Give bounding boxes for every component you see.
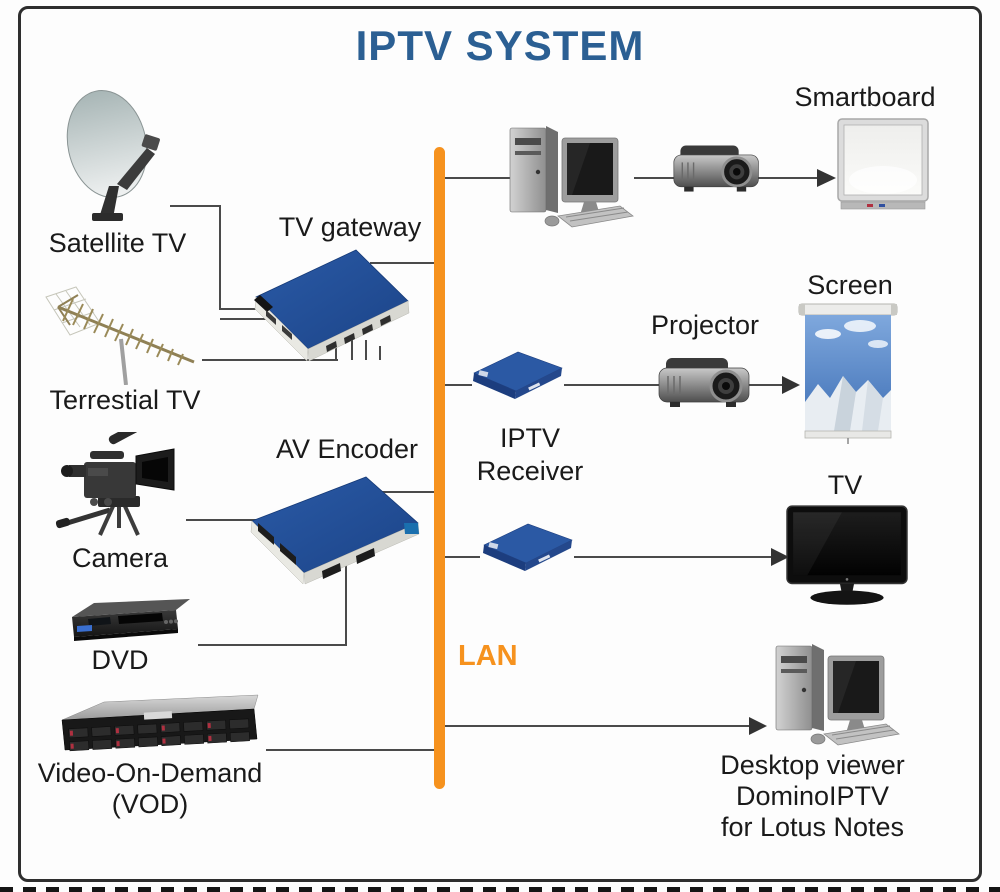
- smartboard-icon: [837, 118, 929, 210]
- dvd-label: DVD: [91, 645, 149, 675]
- vod-label-line1: Video-On-Demand: [37, 758, 263, 788]
- desktop-viewer-label-line1: Desktop viewer: [720, 750, 905, 780]
- rack-device-icon: [254, 249, 410, 362]
- iptv-receiver-label-line2: Receiver: [476, 456, 584, 486]
- arrowhead-screen: [782, 376, 800, 394]
- edge-dvd-encoder: [198, 556, 347, 646]
- iptv-receiver-label: IPTV Receiver: [455, 422, 605, 488]
- flatscreen-tv-icon: [786, 505, 908, 605]
- av-encoder-label: AV Encoder: [275, 434, 419, 464]
- rack-device-icon: [250, 476, 420, 585]
- tv-antenna-icon: [45, 286, 195, 385]
- edge-satellite-gateway: [170, 205, 264, 310]
- vod-label: Video-On-Demand (VOD): [15, 758, 285, 820]
- projector-label: Projector: [650, 310, 760, 340]
- satellite-dish-icon: [66, 90, 160, 221]
- tv-label: TV: [827, 470, 863, 500]
- smartboard-label: Smartboard: [794, 82, 936, 112]
- lan-backbone-line: [434, 147, 445, 789]
- arrowhead-desktopviewer: [749, 717, 767, 735]
- satellite-tv-label: Satellite TV: [48, 228, 187, 258]
- projector-icon: [673, 145, 759, 192]
- camera-label: Camera: [71, 543, 169, 573]
- screen-label: Screen: [807, 270, 893, 300]
- desktop-viewer-label-line2: DominoIPTV: [735, 781, 890, 811]
- terrestrial-tv-label: Terrestial TV: [49, 385, 201, 415]
- vod-label-line2: (VOD): [111, 789, 189, 819]
- arrowhead-tv: [771, 548, 789, 566]
- desktop-computer-icon: [509, 126, 634, 228]
- desktop-computer-icon: [775, 644, 900, 746]
- dvd-player-icon: [72, 599, 190, 641]
- tv-gateway-label: TV gateway: [278, 212, 422, 242]
- video-camera-icon: [55, 432, 175, 536]
- arrowhead-smartboard: [817, 169, 836, 187]
- desktop-viewer-label: Desktop viewer DominoIPTV for Lotus Note…: [710, 750, 915, 843]
- projection-screen-icon: [798, 303, 898, 444]
- server-icon: [61, 694, 259, 752]
- lan-label: LAN: [458, 640, 518, 672]
- bottom-dashed-line: [0, 887, 1000, 892]
- iptv-receiver-label-line1: IPTV: [499, 423, 560, 453]
- set-top-box-icon: [473, 351, 563, 399]
- page-title: IPTV SYSTEM: [355, 22, 645, 69]
- projector-icon: [658, 358, 750, 407]
- set-top-box-icon: [483, 523, 573, 571]
- desktop-viewer-label-line3: for Lotus Notes: [720, 812, 905, 842]
